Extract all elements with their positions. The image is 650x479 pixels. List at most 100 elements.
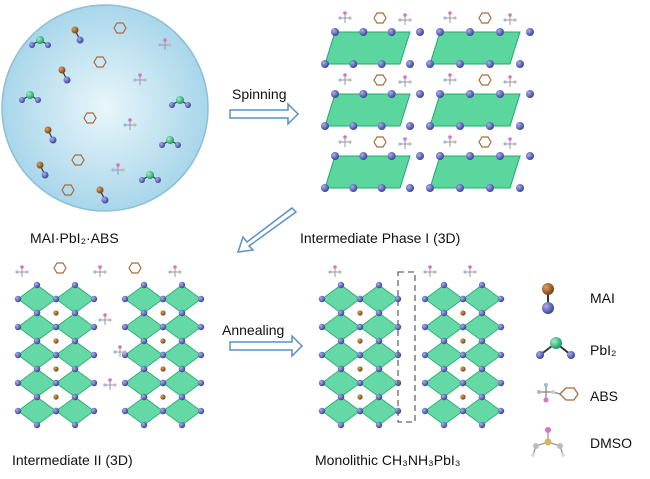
legend-mai-label: MAI — [590, 290, 615, 306]
ma-cation — [160, 338, 166, 344]
pbi6-octahedron — [321, 340, 361, 370]
abs-molecule-icon — [537, 383, 579, 403]
pbi6-octahedron — [359, 312, 399, 342]
iodine-atom — [375, 393, 383, 401]
iodine-atom — [121, 295, 129, 303]
iodine-atom — [359, 90, 368, 98]
iodine-atom — [33, 281, 41, 289]
benzene-ring — [373, 74, 387, 86]
iodine-atom — [14, 295, 22, 303]
benzene-ring — [478, 12, 492, 24]
iodine-atom — [140, 309, 148, 317]
pbi6-octahedron — [124, 340, 164, 370]
iodine-atom — [426, 184, 434, 192]
spinning-label: Spinning — [232, 86, 287, 102]
iodine-atom — [337, 365, 345, 373]
iodine-atom — [356, 351, 364, 359]
iodine-atom — [178, 337, 186, 345]
iodine-atom — [159, 379, 167, 387]
solvent-molecule — [15, 265, 29, 277]
iodine-atom — [421, 295, 429, 303]
spinning-arrow — [229, 102, 300, 126]
annealing-label: Annealing — [222, 322, 285, 338]
iodine-atom — [394, 295, 402, 303]
iodine-atom — [178, 365, 186, 373]
benzene-ring — [61, 184, 75, 196]
iodine-atom — [185, 102, 191, 108]
iodine-atom — [459, 323, 467, 331]
pbi6-octahedron — [17, 396, 57, 426]
mai-molecule-icon — [542, 283, 554, 314]
legend-dmso-label: DMSO — [590, 435, 632, 451]
pbi6-octahedron — [124, 368, 164, 398]
iodine-atom — [440, 309, 448, 317]
iodine-atom — [496, 152, 504, 160]
ma-cation — [357, 394, 363, 400]
solvent-molecule — [503, 137, 517, 149]
benzene-ring — [478, 136, 492, 148]
iodine-atom — [321, 122, 329, 130]
iodine-atom — [440, 337, 448, 345]
solvent-molecule — [338, 73, 352, 85]
pbi6-octahedron — [424, 368, 464, 398]
iodine-atom — [387, 90, 396, 98]
iodine-atom — [178, 421, 186, 429]
iodine-atom — [496, 90, 504, 98]
benzene-ring — [373, 136, 387, 148]
precursor-label: MAI·PbI₂·ABS — [30, 230, 119, 246]
iodine-atom — [197, 323, 205, 331]
solvent-molecule — [111, 163, 125, 175]
iodine-atom — [140, 337, 148, 345]
solvent-molecule — [103, 378, 117, 390]
pbi6-octahedron — [17, 340, 57, 370]
iodine-atom — [14, 379, 22, 387]
iodine-atom — [356, 379, 364, 387]
iodine-atom — [497, 407, 505, 415]
pbi6-octahedron — [462, 312, 502, 342]
pbi6-octahedron — [359, 396, 399, 426]
iodine-atom — [331, 28, 339, 36]
pbi6-octahedron — [55, 340, 95, 370]
iodine-atom — [139, 177, 145, 183]
iodine-atom — [377, 184, 386, 192]
pbi6-octahedron — [462, 368, 502, 398]
phase2-label: Intermediate II (3D) — [12, 452, 133, 468]
iodine-atom — [440, 421, 448, 429]
iodine-atom — [421, 407, 429, 415]
iodine-atom — [90, 323, 98, 331]
iodine-atom — [33, 421, 41, 429]
iodine-atom — [331, 90, 339, 98]
solvent-molecule — [98, 313, 112, 325]
iodine-atom — [526, 28, 534, 36]
iodine-atom — [159, 407, 167, 415]
pbi6-octahedron — [462, 396, 502, 426]
pbi6-octahedron — [55, 312, 95, 342]
iodine-atom — [478, 393, 486, 401]
solvent-molecule — [463, 265, 477, 277]
pbi6-octahedron — [124, 312, 164, 342]
iodine-atom — [52, 351, 60, 359]
dashed-outline — [397, 271, 416, 423]
pbi6-octahedron — [162, 312, 202, 342]
iodine-atom — [349, 122, 358, 130]
annealing-arrow — [229, 334, 304, 358]
pbi6-octahedron — [321, 284, 361, 314]
iodine-atom — [526, 152, 534, 160]
iodine-atom — [331, 152, 339, 160]
solvent-molecule — [503, 75, 517, 87]
benzene-ring — [83, 112, 97, 124]
solvent-molecule — [123, 118, 137, 130]
solvent-molecule — [443, 135, 457, 147]
iodine-atom — [318, 351, 326, 359]
iodine-atom — [436, 152, 444, 160]
inorganic-layer — [429, 31, 521, 65]
iodine-atom — [416, 90, 424, 98]
iodine-atom — [497, 379, 505, 387]
solvent-molecule — [398, 75, 412, 87]
iodine-atom — [466, 90, 474, 98]
ma-cation — [53, 338, 59, 344]
inorganic-layer — [324, 93, 411, 127]
iodine-atom — [356, 295, 364, 303]
iodine-atom — [337, 393, 345, 401]
